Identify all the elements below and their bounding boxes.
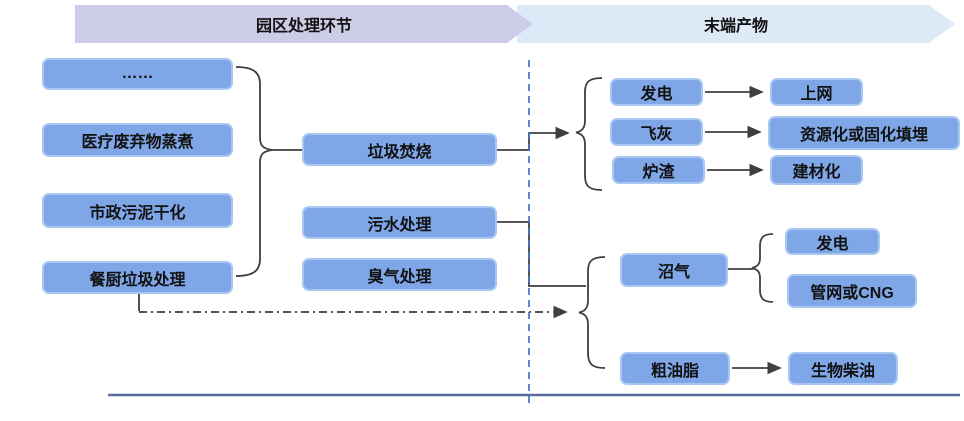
- box-sewage-treatment: 污水处理: [302, 206, 497, 239]
- box-biogas: 沼气: [620, 253, 728, 287]
- box-medical-waste-cooking: 医疗废弃物蒸煮: [42, 123, 233, 157]
- kitchen-outputs-brace: [578, 256, 606, 369]
- box-crude-grease: 粗油脂: [620, 352, 730, 385]
- box-biodiesel: 生物柴油: [788, 352, 898, 385]
- incineration-outputs-brace: [575, 77, 603, 191]
- box-municipal-sludge-drying: 市政污泥干化: [42, 193, 233, 228]
- sources-brace: [235, 66, 273, 277]
- box-odor-treatment: 臭气处理: [302, 258, 497, 291]
- banner-process-stage-label: 园区处理环节: [255, 18, 352, 35]
- box-power-generation: 发电: [610, 78, 703, 106]
- box-grid-connection: 上网: [770, 78, 863, 106]
- box-waste-incineration: 垃圾焚烧: [302, 133, 497, 166]
- biogas-destinations-brace: [751, 233, 774, 303]
- banner-process-stage: 园区处理环节: [75, 5, 533, 43]
- box-fly-ash: 飞灰: [610, 118, 703, 146]
- box-slag: 炉渣: [612, 156, 705, 184]
- box-building-materials: 建材化: [770, 155, 863, 185]
- box-recycling-or-solidified-landfill: 资源化或固化填埋: [768, 116, 960, 150]
- incineration-output-arrow: [497, 126, 570, 151]
- banner-end-products: 末端产物: [517, 5, 955, 43]
- box-pipeline-or-cng: 管网或CNG: [787, 274, 917, 308]
- sewage-output-line: [497, 221, 586, 287]
- box-biogas-power-generation: 发电: [785, 228, 880, 255]
- banner-end-products-label: 末端产物: [703, 18, 768, 35]
- box-kitchen-waste-treatment: 餐厨垃圾处理: [42, 261, 233, 294]
- box-source-ellipsis: ……: [42, 58, 233, 90]
